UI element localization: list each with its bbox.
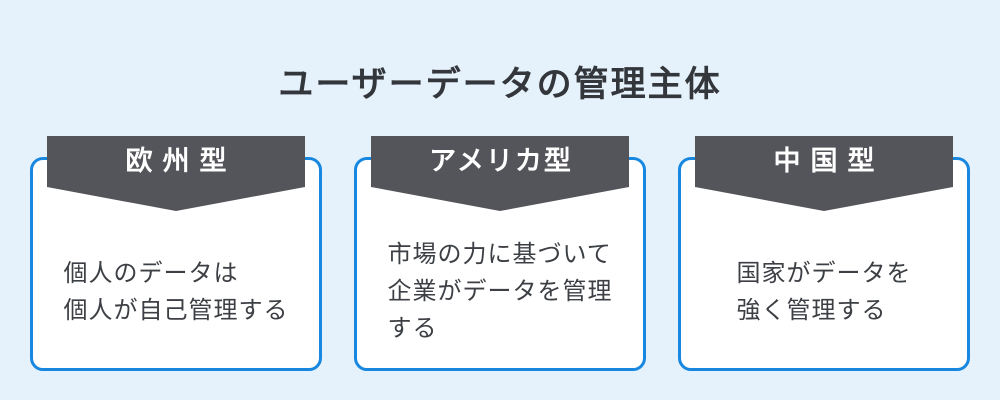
card-description: 個人のデータは 個人が自己管理する xyxy=(63,259,289,324)
card-header-label: 欧州型 xyxy=(125,146,237,176)
card-body: 市場の力に基づいて 企業がデータを管理 する xyxy=(357,215,643,368)
card-description: 市場の力に基づいて 企業がデータを管理 する xyxy=(387,241,613,342)
card-description: 国家がデータを 強く管理する xyxy=(736,259,912,324)
cards-row: 欧州型 個人のデータは 個人が自己管理する アメリカ型 市場の力に基づいて 企業… xyxy=(30,136,970,371)
card-header-label: 中国型 xyxy=(773,146,885,176)
page-title: ユーザーデータの管理主体 xyxy=(278,65,722,105)
card-america-type: アメリカ型 市場の力に基づいて 企業がデータを管理 する xyxy=(354,136,646,371)
card-body: 個人のデータは 個人が自己管理する xyxy=(33,215,319,368)
card-header-banner: 欧州型 xyxy=(47,136,305,211)
card-europe-type: 欧州型 個人のデータは 個人が自己管理する xyxy=(30,136,322,371)
card-header-banner: 中国型 xyxy=(695,136,953,211)
card-header-label: アメリカ型 xyxy=(429,146,573,176)
card-header-banner: アメリカ型 xyxy=(371,136,629,211)
card-body: 国家がデータを 強く管理する xyxy=(681,215,967,368)
card-china-type: 中国型 国家がデータを 強く管理する xyxy=(678,136,970,371)
